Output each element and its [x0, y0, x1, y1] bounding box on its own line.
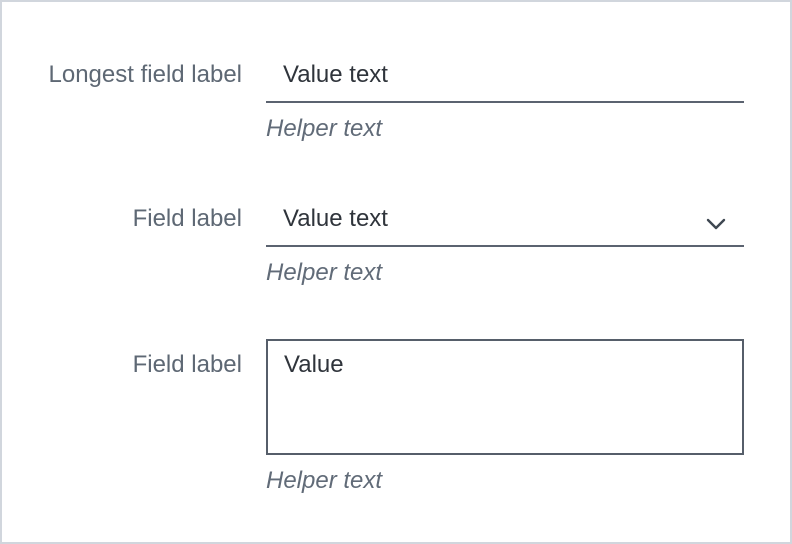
- select-input[interactable]: Value text: [266, 204, 744, 247]
- label-column: Field label: [2, 339, 242, 380]
- field-label: Field label: [132, 205, 242, 232]
- field-label: Longest field label: [48, 61, 242, 88]
- field-column: Value text Helper text: [266, 204, 744, 288]
- select-selected-value: Value text: [283, 205, 388, 232]
- field-column: Value text Helper text: [266, 60, 744, 144]
- helper-text: Helper text: [266, 259, 383, 286]
- field-group-text-input: Longest field label Value text Helper te…: [2, 60, 790, 144]
- helper-text: Helper text: [266, 115, 383, 142]
- label-column: Field label: [2, 204, 242, 234]
- field-group-select: Field label Value text Helper text: [2, 204, 790, 288]
- field-group-textarea: Field label Value Helper text: [2, 339, 790, 496]
- helper-text: Helper text: [266, 467, 383, 494]
- label-column: Longest field label: [2, 60, 242, 90]
- text-input[interactable]: Value text: [266, 60, 744, 103]
- field-column: Value Helper text: [266, 339, 744, 496]
- textarea-input[interactable]: Value: [266, 339, 744, 455]
- text-input-value: Value text: [283, 61, 388, 88]
- textarea-value: Value: [284, 351, 344, 378]
- field-label: Field label: [132, 351, 242, 378]
